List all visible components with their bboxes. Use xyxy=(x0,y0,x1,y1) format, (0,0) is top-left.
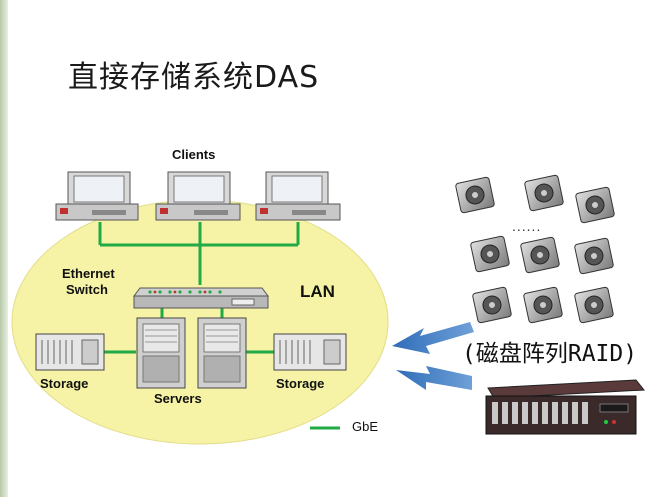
storage-unit-left xyxy=(35,333,105,371)
arrow-upper xyxy=(392,322,474,354)
servers-label: Servers xyxy=(154,391,202,406)
hard-disk xyxy=(524,174,564,212)
hard-disk xyxy=(574,237,614,275)
client-computer xyxy=(55,171,139,221)
hard-disk xyxy=(470,235,510,273)
raid-enclosure xyxy=(485,379,645,435)
storage-left-label: Storage xyxy=(40,376,89,391)
lan-label: LAN xyxy=(300,282,335,301)
server xyxy=(136,317,186,389)
storage-right-label: Storage xyxy=(276,376,325,391)
raid-label: (磁盘阵列RAID) xyxy=(462,341,638,367)
hard-disk xyxy=(575,186,615,224)
slide-title: 直接存储系统DAS xyxy=(68,60,320,95)
client-computer xyxy=(155,171,241,221)
raid-dots: ...... xyxy=(512,218,542,234)
hard-disk xyxy=(574,286,614,324)
hard-disk-grid xyxy=(455,174,615,324)
server xyxy=(197,317,247,389)
hard-disk xyxy=(523,286,563,324)
storage-unit-right xyxy=(273,333,347,371)
switch-label-line1: Ethernet xyxy=(62,266,115,281)
switch-label-line2: Switch xyxy=(66,282,108,297)
slide-left-bar xyxy=(0,0,8,497)
ethernet-switch xyxy=(133,287,269,309)
hard-disk xyxy=(520,236,560,274)
clients-label: Clients xyxy=(172,147,216,162)
client-computer xyxy=(255,171,341,221)
legend-label: GbE xyxy=(352,419,379,434)
hard-disk xyxy=(472,286,512,324)
arrow-lower xyxy=(396,366,472,390)
hard-disk xyxy=(455,176,495,214)
